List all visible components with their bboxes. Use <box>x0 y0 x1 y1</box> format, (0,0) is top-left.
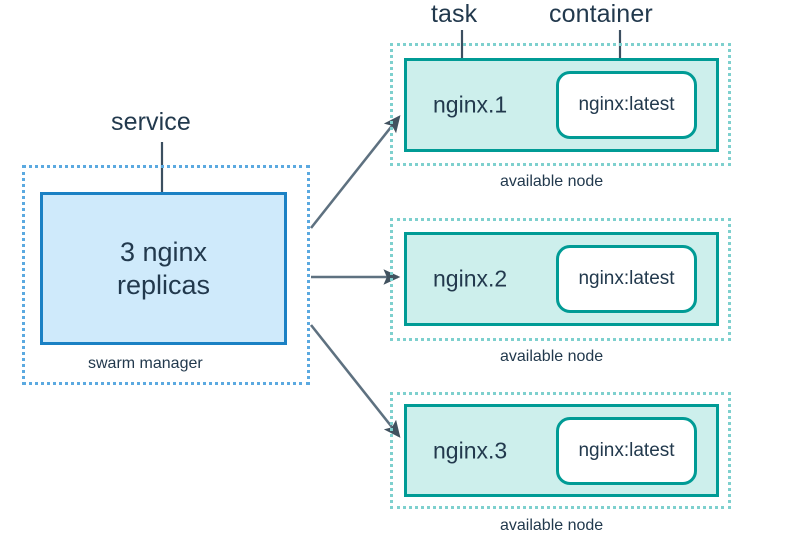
service-box-line1: 3 nginx <box>119 237 208 268</box>
swarm-manager-caption: swarm manager <box>88 355 203 372</box>
available-node-caption-1: available node <box>500 173 604 190</box>
task-box-2[interactable]: nginx.2 nginx:latest <box>404 232 719 326</box>
available-node-caption-2: available node <box>500 348 604 365</box>
task-label-1: nginx.1 <box>433 91 508 118</box>
available-node-group-2 <box>390 218 731 341</box>
task-label-2: nginx.2 <box>433 265 508 292</box>
annotation-label-container: container <box>549 0 653 28</box>
arrow-service-to-node-1 <box>309 115 401 229</box>
container-label-1: nginx:latest <box>578 94 675 115</box>
available-node-group-3 <box>390 392 731 509</box>
task-box-1[interactable]: nginx.1 nginx:latest <box>404 58 719 152</box>
available-node-group-1 <box>390 43 731 166</box>
annotation-label-service: service <box>111 108 191 136</box>
swarm-manager-group <box>22 165 310 385</box>
arrow-service-to-node-3 <box>309 324 401 438</box>
service-box-line2: replicas <box>116 269 211 300</box>
annotation-label-task: task <box>431 0 478 28</box>
task-box-3[interactable]: nginx.3 nginx:latest <box>404 404 719 497</box>
task-label-3: nginx.3 <box>433 437 508 463</box>
service-box-text: 3 nginx replicas <box>117 236 210 301</box>
container-box-2[interactable]: nginx:latest <box>556 245 697 313</box>
container-box-3[interactable]: nginx:latest <box>556 416 697 485</box>
available-node-caption-3: available node <box>500 517 604 534</box>
container-label-3: nginx:latest <box>578 439 675 461</box>
container-box-1[interactable]: nginx:latest <box>556 71 697 139</box>
service-box[interactable]: 3 nginx replicas <box>40 192 287 345</box>
container-label-2: nginx:latest <box>578 268 675 289</box>
